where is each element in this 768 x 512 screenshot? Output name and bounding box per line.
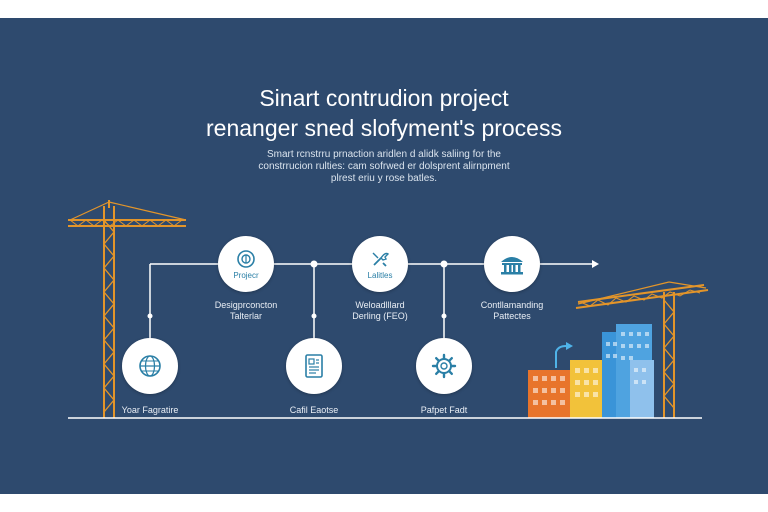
step-label-line: Derling (FEO): [352, 311, 408, 321]
step-label-yoar: Yoar Fagratire: [121, 405, 179, 415]
step-inner-label: Lalitles: [367, 271, 393, 280]
coin-icon: [237, 250, 255, 268]
step-node-lalitles: Lalitles: [352, 236, 408, 292]
step-node-building: [484, 236, 540, 292]
step-label-line: Desigprconcton: [214, 300, 278, 310]
building-icon: [501, 257, 523, 275]
step-label-design: Desigprconcton Talterlar: [186, 300, 306, 322]
junction-dots: [147, 260, 448, 319]
step-label-line: Contllamanding: [480, 300, 544, 310]
step-label-line: Talterlar: [229, 311, 262, 321]
globe-icon: [139, 355, 161, 377]
subtitle-line-1: Smart rcnstrru prnaction aridlen d alidk…: [267, 149, 501, 160]
step-node-gear: [416, 338, 472, 394]
title-line-1: Sinart contrudion project: [259, 85, 509, 111]
buildings-illustration: [528, 324, 654, 418]
right-crane-icon: [575, 281, 709, 418]
step-label-line: Weloadlllard: [355, 300, 405, 310]
step-label-pafpet: Pafpet Fadt: [420, 405, 468, 415]
document-icon: [305, 354, 323, 378]
step-label-line: Pattectes: [493, 311, 531, 321]
arrow-head-icon: [592, 260, 599, 268]
step-inner-label: Projecr: [233, 271, 259, 280]
step-label-contll: Contllamanding Pattectes: [452, 300, 572, 322]
title-line-2: renanger sned slofyment's process: [206, 115, 562, 141]
step-node-document: [286, 338, 342, 394]
step-node-globe: [122, 338, 178, 394]
subtitle-line-2: constrrucion rulties: cam sofrwed er dol…: [258, 161, 510, 172]
step-label-cafil: Cafil Eaotse: [289, 405, 339, 415]
tools-icon: [372, 252, 390, 267]
gear-icon: [431, 353, 457, 379]
step-label-weload: Weloadlllard Derling (FEO): [320, 300, 440, 322]
subtitle-line-3: plrest eriu y rose batles.: [330, 173, 438, 184]
left-crane-icon: [68, 200, 187, 418]
step-node-project: Projecr: [218, 236, 274, 292]
